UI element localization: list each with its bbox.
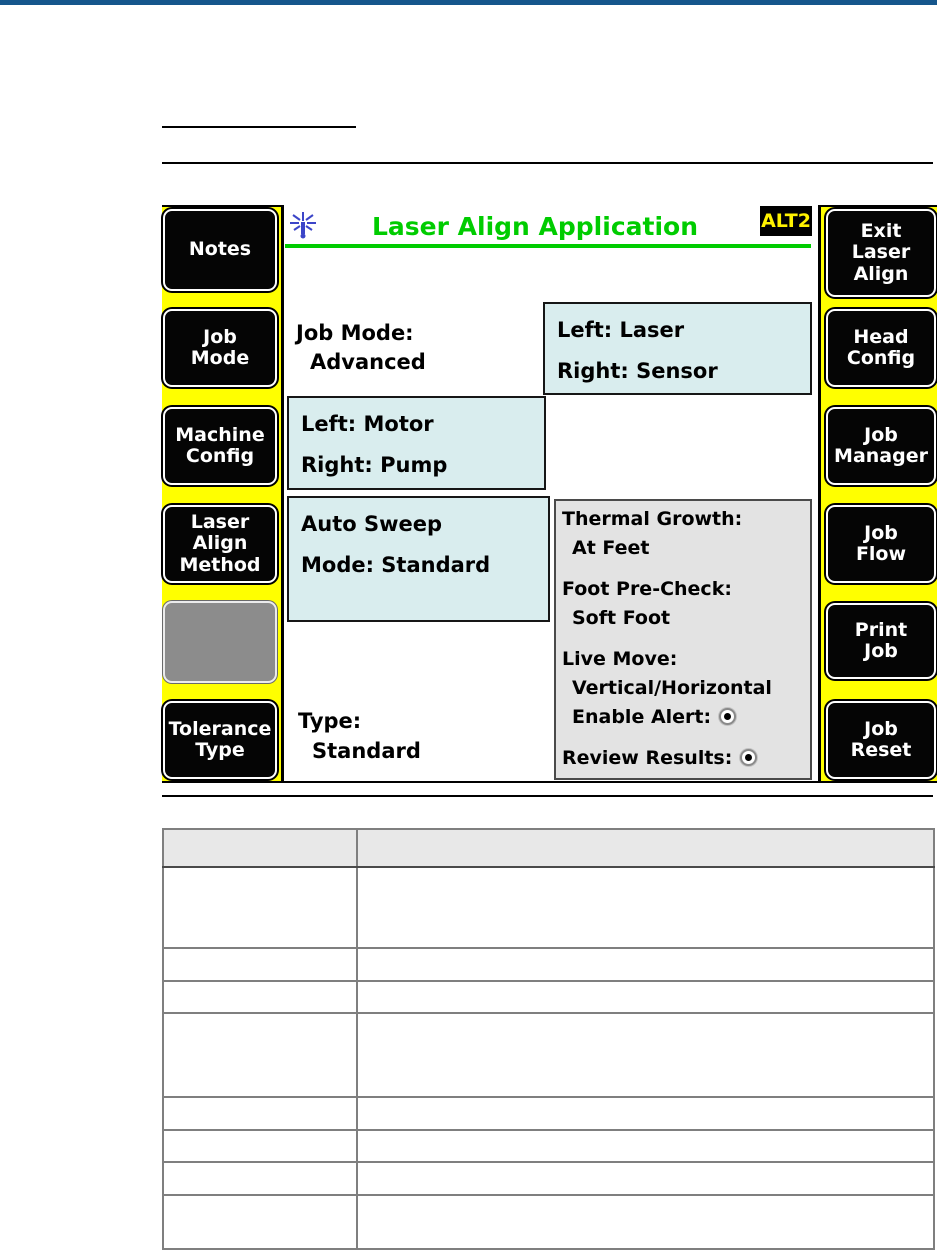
softkey-label: Job Mode bbox=[190, 325, 250, 369]
softkey-print-job[interactable]: Print Job bbox=[826, 603, 936, 679]
live-move-label: Live Move: bbox=[562, 648, 678, 670]
table-cell bbox=[162, 866, 358, 949]
job-mode-value: Advanced bbox=[310, 350, 426, 374]
softkey-job-manager[interactable]: Job Manager bbox=[826, 407, 936, 485]
laser-align-screen: Notes Job Mode Machine Config Laser Alig… bbox=[162, 205, 937, 783]
softkey-label: Print Job bbox=[854, 618, 908, 662]
softkey-head-config[interactable]: Head Config bbox=[826, 309, 936, 387]
softkey-label: Job Flow bbox=[855, 521, 907, 565]
table-row bbox=[162, 1194, 935, 1250]
sweep-line1: Auto Sweep bbox=[301, 512, 443, 536]
table-row bbox=[162, 1012, 935, 1098]
head-left: Left: Laser bbox=[557, 318, 685, 342]
table-cell bbox=[356, 980, 935, 1014]
softkey-label: Job Reset bbox=[850, 717, 912, 761]
table-cell bbox=[356, 1096, 935, 1131]
description-table-body bbox=[162, 828, 935, 1250]
live-move-value: Vertical/Horizontal bbox=[572, 677, 772, 699]
table-cell bbox=[356, 947, 935, 982]
job-options-box: Thermal Growth: At Feet Foot Pre-Check: … bbox=[554, 499, 812, 780]
softkey-job-flow[interactable]: Job Flow bbox=[826, 505, 936, 583]
table-row bbox=[162, 1096, 935, 1131]
job-mode-label: Job Mode: bbox=[296, 321, 414, 345]
title-underline bbox=[285, 244, 811, 248]
table-cell bbox=[356, 1161, 935, 1196]
table-cell bbox=[356, 1194, 935, 1250]
left-softkey-panel: Notes Job Mode Machine Config Laser Alig… bbox=[162, 205, 284, 783]
table-cell bbox=[162, 980, 358, 1014]
thermal-growth-value: At Feet bbox=[572, 537, 650, 559]
table-cell bbox=[162, 1194, 358, 1250]
softkey-label: Head Config bbox=[846, 325, 916, 369]
table-row bbox=[162, 947, 935, 982]
screen-main-area: Laser Align Application ALT2 Job Mode: A… bbox=[284, 205, 818, 783]
softkey-label: Job Manager bbox=[834, 423, 928, 467]
table-header-row bbox=[162, 828, 935, 868]
section-rule bbox=[162, 162, 933, 164]
alt2-badge: ALT2 bbox=[760, 206, 812, 236]
machine-left: Left: Motor bbox=[301, 412, 434, 436]
screenshot-divider-rule bbox=[162, 795, 933, 797]
softkey-label: Machine Config bbox=[175, 423, 265, 467]
table-cell bbox=[356, 866, 935, 949]
heading-rule bbox=[162, 126, 356, 128]
laser-icon bbox=[290, 212, 316, 242]
tolerance-type-field: Type: Standard bbox=[298, 706, 421, 766]
foot-precheck-value: Soft Foot bbox=[572, 607, 671, 629]
table-row bbox=[162, 1129, 935, 1163]
table-header-cell bbox=[356, 828, 935, 868]
review-results-radio[interactable] bbox=[740, 749, 758, 766]
top-accent-bar bbox=[0, 0, 937, 5]
thermal-growth-label: Thermal Growth: bbox=[562, 508, 743, 530]
softkey-notes[interactable]: Notes bbox=[163, 209, 277, 291]
table-cell bbox=[162, 1096, 358, 1131]
softkey-label: Notes bbox=[188, 238, 252, 261]
softkey-machine-config[interactable]: Machine Config bbox=[163, 407, 277, 485]
description-table bbox=[162, 828, 935, 1250]
table-cell bbox=[162, 947, 358, 982]
foot-precheck-label: Foot Pre-Check: bbox=[562, 578, 732, 600]
table-cell bbox=[162, 1129, 358, 1163]
head-right: Right: Sensor bbox=[557, 359, 718, 383]
right-softkey-panel: Exit Laser Align Head Config Job Manager… bbox=[818, 205, 937, 783]
enable-alert-option: Enable Alert: bbox=[562, 703, 804, 732]
screen-title: Laser Align Application bbox=[371, 212, 699, 241]
table-cell bbox=[356, 1129, 935, 1163]
softkey-job-mode[interactable]: Job Mode bbox=[163, 309, 277, 387]
job-mode-field: Job Mode: Advanced bbox=[296, 319, 426, 377]
enable-alert-radio[interactable] bbox=[719, 708, 737, 725]
table-row bbox=[162, 980, 935, 1014]
softkey-label: Laser Align Method bbox=[179, 510, 261, 576]
review-results-option: Review Results: bbox=[562, 744, 804, 773]
softkey-label: Exit Laser Align bbox=[851, 219, 911, 285]
machine-config-box: Left: Motor Right: Pump bbox=[287, 396, 546, 490]
softkey-label: Tolerance Type bbox=[168, 717, 272, 761]
softkey-tolerance-type[interactable]: Tolerance Type bbox=[163, 701, 277, 779]
table-row bbox=[162, 1161, 935, 1196]
sweep-mode-box: Auto Sweep Mode: Standard bbox=[287, 496, 550, 622]
softkey-job-reset[interactable]: Job Reset bbox=[826, 701, 936, 779]
softkey-blank-disabled bbox=[163, 601, 277, 683]
softkey-exit-laser-align[interactable]: Exit Laser Align bbox=[826, 209, 936, 297]
table-row bbox=[162, 866, 935, 949]
machine-right: Right: Pump bbox=[301, 453, 448, 477]
table-cell bbox=[356, 1012, 935, 1098]
table-header-cell bbox=[162, 828, 358, 868]
tolerance-label: Type: bbox=[298, 709, 362, 733]
softkey-laser-align-method[interactable]: Laser Align Method bbox=[163, 505, 277, 583]
head-config-box: Left: Laser Right: Sensor bbox=[543, 302, 812, 395]
table-cell bbox=[162, 1012, 358, 1098]
table-cell bbox=[162, 1161, 358, 1196]
tolerance-value: Standard bbox=[312, 739, 421, 763]
sweep-line2: Mode: Standard bbox=[301, 553, 491, 577]
